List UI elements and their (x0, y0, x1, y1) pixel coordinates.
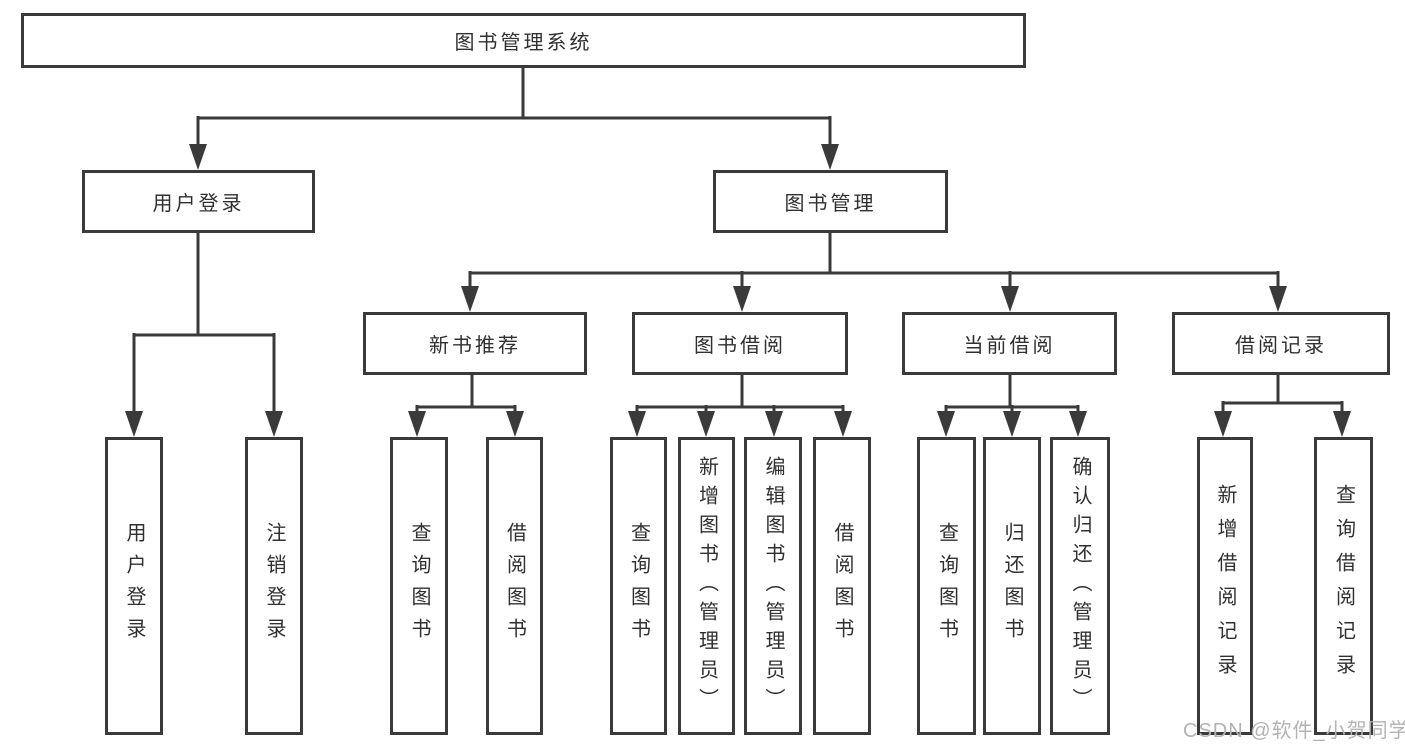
leaf-label: 查询图书 (935, 522, 958, 650)
node-current-borrowing: 当前借阅 (902, 312, 1117, 375)
leaf-label: 编辑图书（管理员） (762, 455, 784, 717)
node-book-management: 图书管理 (713, 170, 948, 233)
leaf-borrow-books-borrowing: 借阅图书 (813, 437, 871, 735)
leaf-return-books: 归还图书 (983, 437, 1041, 735)
leaf-label: 查询图书 (408, 522, 430, 650)
node-borrowing-records: 借阅记录 (1172, 312, 1390, 375)
leaf-query-borrow-record: 查询借阅记录 (1314, 437, 1373, 735)
leaf-logout: 注销登录 (245, 437, 303, 735)
arrowhead-icons (125, 144, 1351, 437)
leaf-label: 查询借阅记录 (1332, 484, 1355, 688)
leaf-label: 确认归还（管理员） (1069, 455, 1091, 717)
leaf-label: 借阅图书 (503, 522, 526, 650)
leaf-add-book-admin: 新增图书（管理员） (678, 437, 735, 735)
leaf-label: 用户登录 (123, 522, 145, 650)
leaf-edit-book-admin: 编辑图书（管理员） (744, 437, 802, 735)
leaf-user-login: 用户登录 (105, 437, 163, 735)
leaf-query-books-recommend: 查询图书 (390, 437, 448, 735)
leaf-borrow-books-recommend: 借阅图书 (486, 437, 543, 735)
leaf-confirm-return-admin: 确认归还（管理员） (1050, 437, 1110, 735)
watermark: CSDN @软件_小贺同学 (1183, 720, 1405, 742)
leaf-query-books-borrowing: 查询图书 (610, 437, 667, 735)
node-new-book-recommendation: 新书推荐 (363, 312, 587, 375)
leaf-label: 归还图书 (1001, 522, 1023, 650)
node-book-borrowing: 图书借阅 (632, 312, 848, 375)
node-user-login: 用户登录 (82, 170, 315, 233)
leaf-add-borrow-record: 新增借阅记录 (1197, 437, 1253, 735)
leaf-query-books-current: 查询图书 (917, 437, 976, 735)
leaf-label: 新增借阅记录 (1214, 484, 1236, 688)
leaf-label: 借阅图书 (831, 522, 853, 650)
node-library-management-system: 图书管理系统 (21, 13, 1026, 68)
leaf-label: 注销登录 (263, 522, 285, 650)
leaf-label: 查询图书 (627, 522, 650, 650)
leaf-label: 新增图书（管理员） (695, 455, 718, 717)
